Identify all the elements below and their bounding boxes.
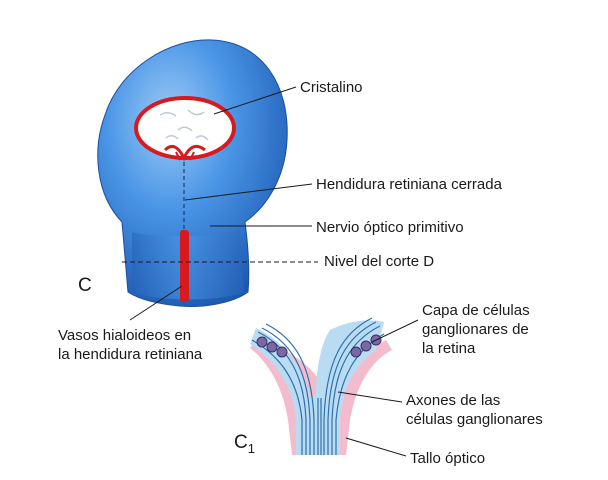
- panel-label-c1-subscript: 1: [248, 441, 255, 456]
- label-axones-1: Axones de las: [406, 392, 500, 409]
- leader-axones: [337, 391, 403, 403]
- label-vasos-2: la hendidura retiniana: [58, 346, 203, 363]
- leader-cristalino: [213, 86, 297, 115]
- label-capa-2: ganglionares de: [422, 321, 529, 338]
- label-hendidura: Hendidura retiniana cerrada: [316, 176, 503, 193]
- hyaloid-vessel: [180, 230, 189, 302]
- panel-label-c: C: [78, 275, 92, 296]
- leader-tallo: [345, 437, 407, 457]
- label-cristalino: Cristalino: [300, 79, 363, 96]
- label-capa-3: la retina: [422, 340, 476, 357]
- leader-vasos: [129, 285, 183, 321]
- label-capa-1: Capa de células: [422, 302, 530, 319]
- optic-cup-panel: Cristalino Hendidura retiniana cerrada N…: [58, 39, 503, 363]
- label-vasos-1: Vasos hialoideos en: [58, 327, 191, 344]
- label-nivel: Nivel del corte D: [324, 253, 434, 270]
- label-tallo: Tallo óptico: [410, 450, 485, 467]
- optic-stalk-section-panel: Capa de células ganglionares de la retin…: [234, 302, 543, 467]
- label-axones-2: células ganglionares: [406, 411, 543, 428]
- ganglion-cells: [256, 334, 382, 358]
- leader-hendidura: [184, 183, 313, 201]
- blue-section-body: [250, 320, 384, 455]
- label-nervio: Nervio óptico primitivo: [316, 219, 464, 236]
- lens: [134, 96, 236, 162]
- panel-label-c1: C1: [234, 432, 255, 456]
- leader-capa: [371, 319, 419, 343]
- panel-label-c1-letter: C: [234, 432, 248, 453]
